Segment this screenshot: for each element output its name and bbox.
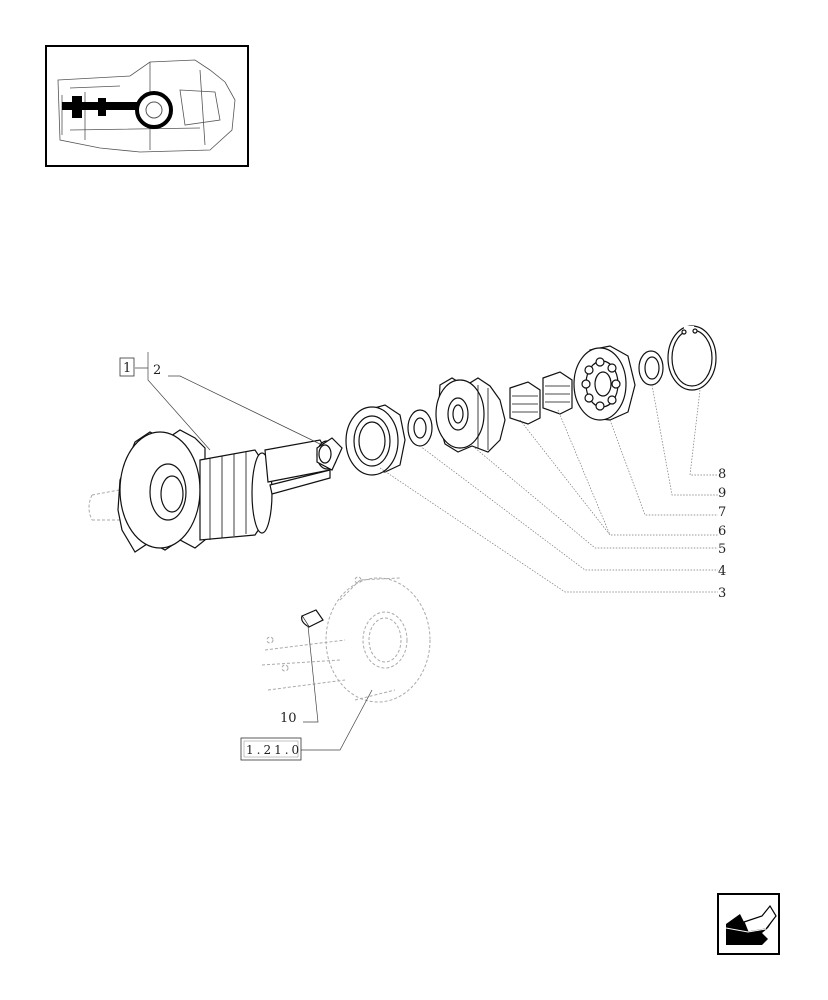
part-8-snap-ring[interactable]: [667, 325, 717, 391]
locator-thumbnail[interactable]: [45, 45, 249, 167]
part-9-ring[interactable]: [638, 350, 664, 386]
part-10-key[interactable]: [301, 609, 324, 628]
part-7-ball-bearing[interactable]: [573, 345, 636, 421]
callout-1-box[interactable]: 1: [119, 357, 135, 377]
callout-3[interactable]: 3: [718, 586, 726, 601]
callout-2[interactable]: 2: [153, 363, 161, 378]
leader-lines: [135, 352, 718, 751]
part-3-coupling-sleeve[interactable]: [345, 404, 406, 476]
callout-10[interactable]: 10: [280, 711, 297, 726]
callout-1: 1: [123, 361, 131, 376]
reference-1-21-0[interactable]: 1.21.0: [240, 737, 302, 761]
callout-4[interactable]: 4: [718, 564, 726, 579]
part-washer[interactable]: [407, 409, 433, 447]
callout-8[interactable]: 8: [718, 467, 726, 482]
callout-5[interactable]: 5: [718, 542, 726, 557]
reference-label: 1.21.0: [246, 743, 302, 757]
part-5-needle-bearing[interactable]: [509, 381, 541, 425]
back-arrow-icon[interactable]: [717, 893, 780, 955]
part-2-gear-shaft[interactable]: [117, 429, 331, 553]
part-4-small-gear[interactable]: [435, 377, 506, 453]
callout-7[interactable]: 7: [718, 505, 726, 520]
part-6-needle-bearing[interactable]: [542, 371, 573, 415]
callout-6[interactable]: 6: [718, 524, 726, 539]
callout-9[interactable]: 9: [718, 486, 726, 501]
part-bushing[interactable]: [316, 437, 343, 471]
